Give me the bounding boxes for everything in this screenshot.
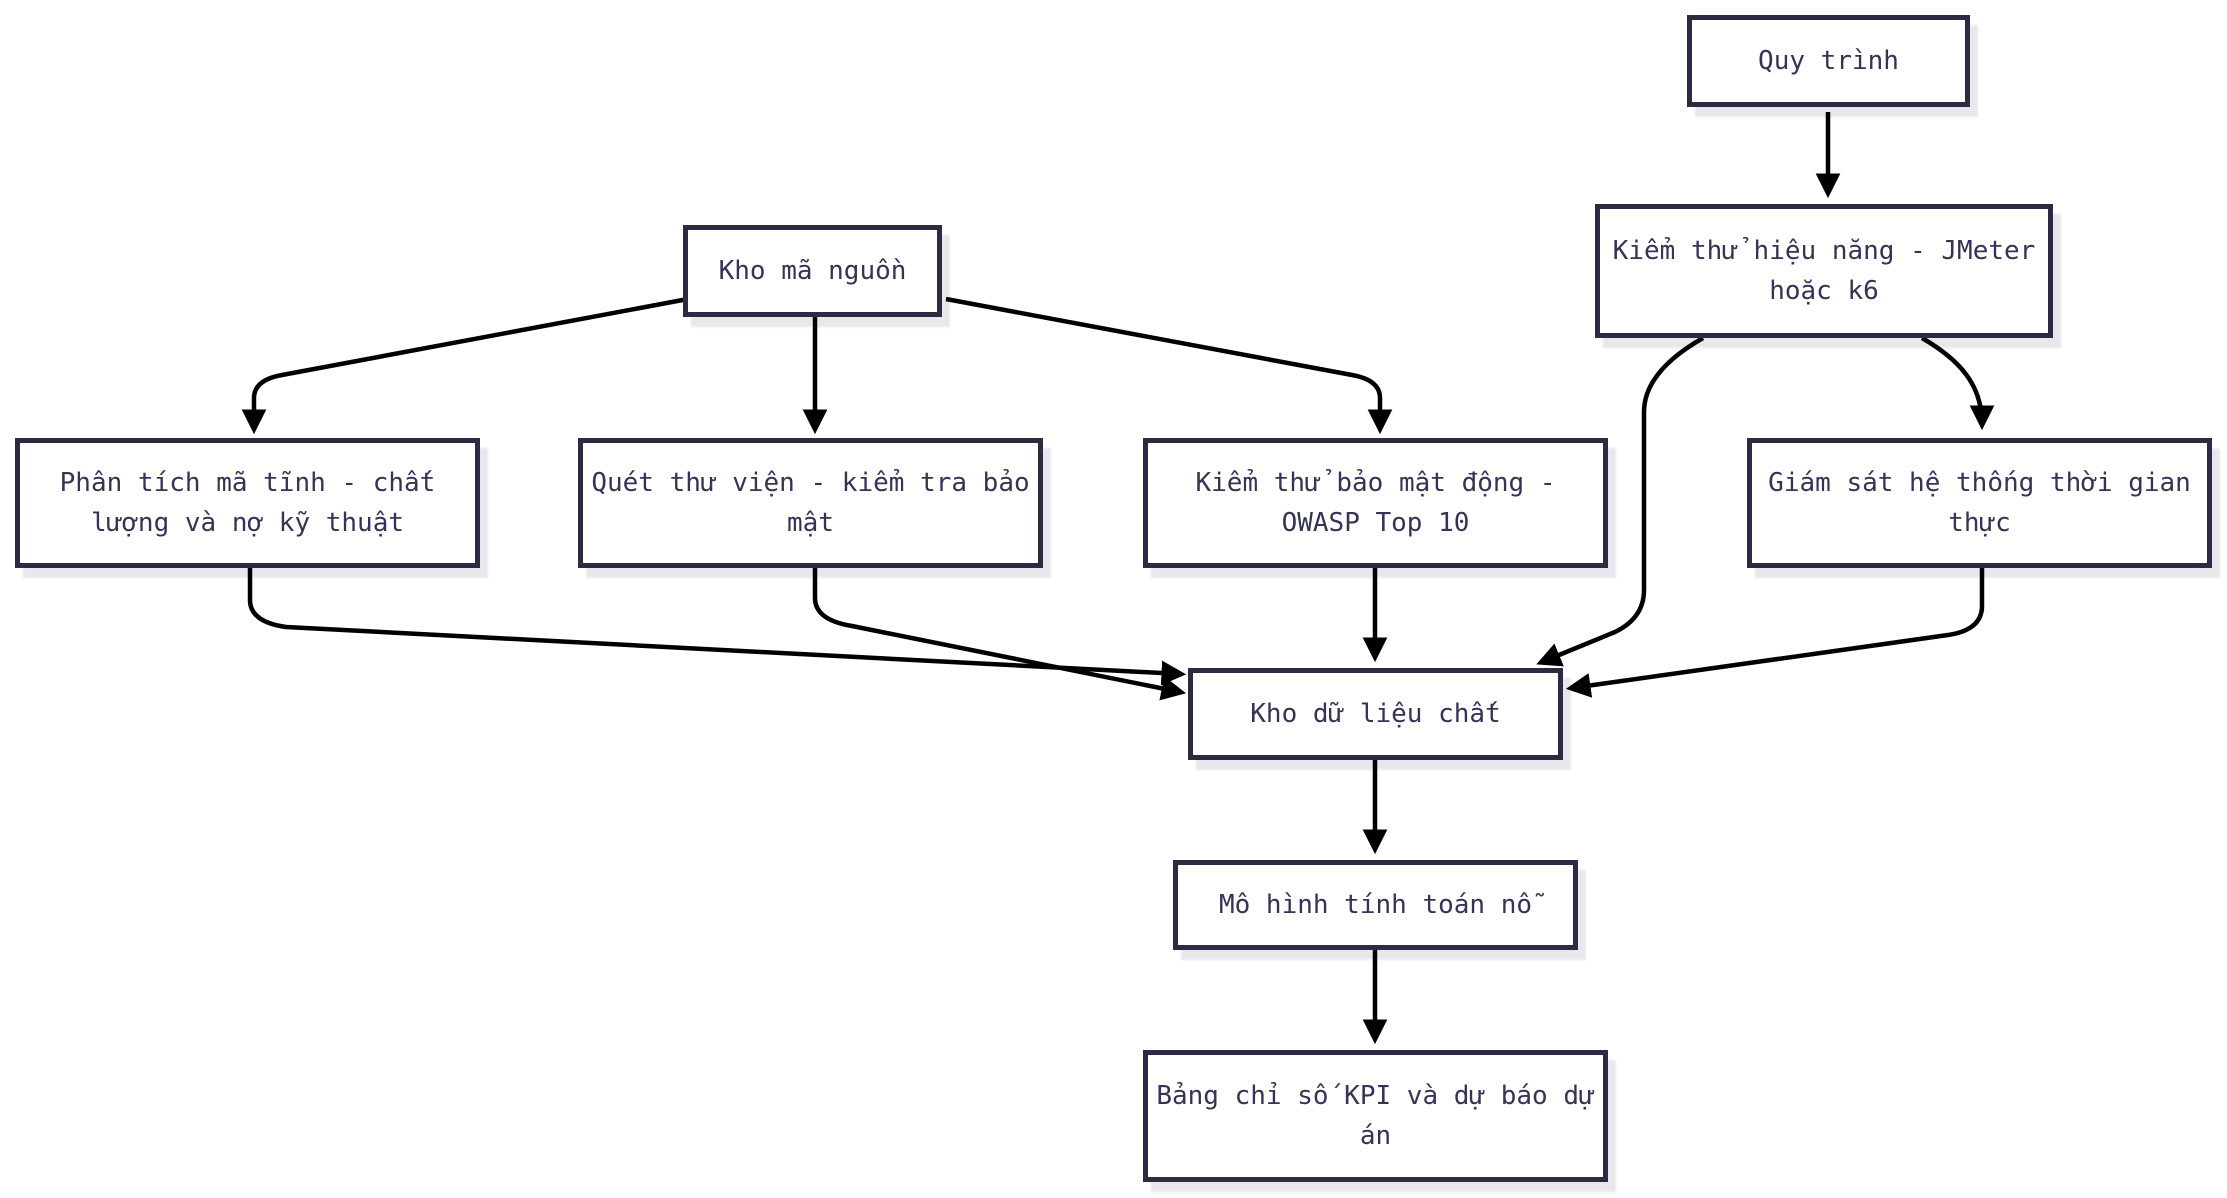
node-kiem-thu-hieu-nang-label: Kiểm thử hiệu năng - JMeter hoặc k6 [1612,236,2036,306]
edge-phan-tich-ma-tinh-to-kho-du-lieu-chat [247,568,1187,686]
edge-giam-sat-he-thong-to-kho-du-lieu-chat [1565,568,1985,698]
node-kiem-thu-bao-mat-dong-label: Kiểm thử bảo mật động - OWASP Top 10 [1195,468,1556,538]
edge-quet-thu-vien-to-kho-du-lieu-chat [812,568,1187,701]
node-bang-chi-so-kpi: Bảng chỉ số KPI và dự báo dự án [1143,1050,1608,1182]
node-quy-trinh: Quy trình [1687,15,1970,107]
edge-kho-ma-nguon-to-kiem-thu-bao-mat-dong [945,296,1393,435]
node-quy-trinh-label: Quy trình [1758,46,1899,76]
edge-kiem-thu-hieu-nang-to-giam-sat-he-thong [1920,336,1995,431]
node-kho-du-lieu-chat-label: Kho dữ liệu chất [1250,699,1501,729]
node-kho-ma-nguon: Kho mã nguồn [683,225,942,317]
node-kiem-thu-hieu-nang: Kiểm thử hiệu năng - JMeter hoặc k6 [1595,204,2053,338]
node-quet-thu-vien-label: Quét thư viện - kiểm tra bảo mật [591,468,1030,538]
edge-kiem-thu-hieu-nang-to-kho-du-lieu-chat [1536,336,1705,667]
node-kho-du-lieu-chat: Kho dữ liệu chất [1188,668,1563,760]
node-mo-hinh-tinh-toan: Mô hình tính toán nỗ [1173,860,1578,950]
node-kho-ma-nguon-label: Kho mã nguồn [718,256,907,286]
node-bang-chi-so-kpi-label: Bảng chỉ số KPI và dự báo dự án [1156,1081,1595,1151]
node-quet-thu-vien: Quét thư viện - kiểm tra bảo mật [578,438,1043,568]
node-giam-sat-he-thong-label: Giám sát hệ thống thời gian thực [1768,468,2191,538]
node-giam-sat-he-thong: Giám sát hệ thống thời gian thực [1747,438,2212,568]
node-phan-tich-ma-tinh-label: Phân tích mã tĩnh - chất lượng và nợ kỹ … [59,468,436,538]
node-mo-hinh-tinh-toan-label: Mô hình tính toán nỗ [1218,890,1533,920]
node-kiem-thu-bao-mat-dong: Kiểm thử bảo mật động - OWASP Top 10 [1143,438,1608,568]
node-phan-tich-ma-tinh: Phân tích mã tĩnh - chất lượng và nợ kỹ … [15,438,480,568]
edge-kho-ma-nguon-to-phan-tich-ma-tinh [241,296,689,435]
